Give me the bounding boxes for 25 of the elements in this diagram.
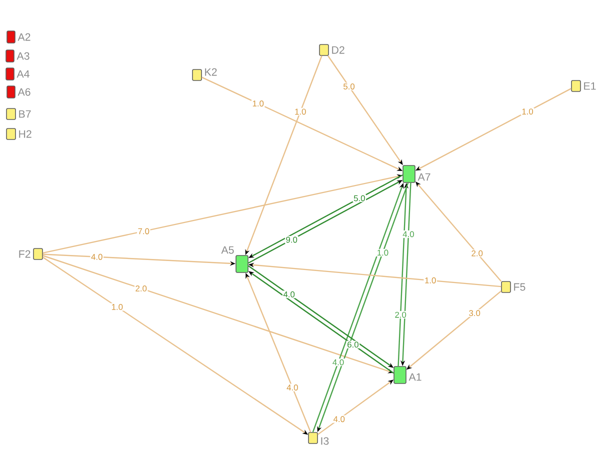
node-label: A2 (18, 33, 30, 41)
node-label: D2 (332, 46, 344, 54)
edge-label: 2.0 (470, 250, 484, 258)
node-label: E1 (584, 82, 596, 90)
edge-label: 4.0 (286, 384, 300, 392)
node-label: I3 (321, 437, 329, 445)
node-label: H2 (19, 130, 32, 138)
node-label: A4 (16, 70, 30, 78)
node-label: K2 (205, 68, 217, 76)
node-label: B7 (19, 110, 31, 118)
node-label: F2 (19, 250, 30, 258)
edge-label: 2.0 (134, 284, 148, 292)
edge-label: 1.0 (424, 276, 437, 284)
edge-label: 2.0 (394, 311, 408, 319)
node-label: A5 (221, 246, 234, 254)
node-label: A3 (16, 52, 30, 60)
edge-label: 4.0 (90, 253, 104, 261)
edge-label: 4.0 (282, 290, 296, 298)
node-label: A6 (18, 88, 30, 96)
edge-label: 4.0 (332, 358, 345, 366)
edge-label: 5.0 (342, 82, 356, 90)
node-label: A7 (418, 173, 430, 181)
node-label: A1 (408, 373, 422, 381)
edge-label: 1.0 (110, 303, 124, 311)
node-label: F5 (514, 283, 526, 291)
